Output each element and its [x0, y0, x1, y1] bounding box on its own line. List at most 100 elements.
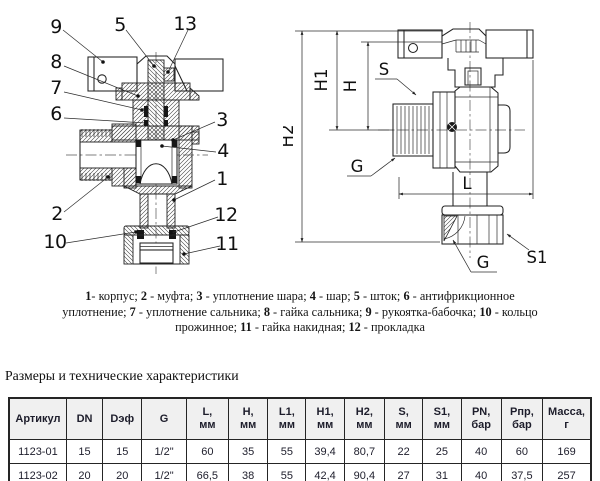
dimension-labels: H2 H1 H S G L G S1 — [283, 60, 547, 272]
col-header-8: H2,мм — [343, 397, 386, 440]
cell-0-13: 169 — [542, 439, 592, 464]
col-header-7: H1,мм — [305, 397, 345, 440]
cell-0-1: 15 — [65, 439, 104, 464]
cell-0-9: 22 — [383, 439, 424, 464]
butterfly-handle — [87, 55, 224, 92]
col-header-0: Артикул — [8, 397, 67, 440]
callout-numbers: 9 5 13 8 7 6 3 4 1 2 10 12 11 — [43, 13, 239, 255]
legend-num-6: 6 — [403, 289, 410, 303]
legend-num-8: 8 — [263, 304, 270, 319]
callout-11: 11 — [215, 233, 238, 255]
cell-0-11: 40 — [460, 439, 502, 464]
callout-9: 9 — [50, 16, 62, 38]
col-header-9: S,мм — [383, 397, 424, 440]
dim-G-side: G — [351, 157, 364, 176]
cell-0-5: 35 — [227, 439, 269, 464]
legend-num-9: 9 — [365, 304, 372, 319]
callout-4: 4 — [217, 140, 229, 162]
callout-12: 12 — [214, 204, 237, 226]
cell-1-2: 20 — [102, 463, 143, 481]
legend-num-11: 11 — [240, 320, 252, 335]
cell-1-7: 42,4 — [305, 463, 345, 481]
col-header-10: S1,мм — [422, 397, 462, 440]
dim-H1: H1 — [312, 69, 331, 92]
thread-lines — [396, 106, 430, 154]
cell-0-8: 80,7 — [343, 439, 386, 464]
legend-num-1: 1 — [85, 289, 92, 303]
cell-1-10: 31 — [422, 463, 462, 481]
col-header-3: G — [141, 397, 187, 440]
union-nut-outline — [441, 205, 504, 245]
cell-1-4: 66,5 — [185, 463, 229, 481]
ball-cavity — [135, 139, 178, 185]
callout-7: 7 — [50, 77, 62, 99]
cell-1-5: 38 — [227, 463, 269, 481]
cell-1-9: 27 — [383, 463, 424, 481]
parts-legend: 1- корпус; 2 - муфта; 3 - уплотнение шар… — [62, 289, 538, 335]
legend-num-3: 3 — [196, 289, 203, 303]
cell-0-6: 55 — [267, 439, 307, 464]
cell-1-13: 257 — [542, 463, 592, 481]
body-outline — [392, 86, 511, 206]
dim-L: L — [462, 174, 472, 193]
cell-1-3: 1/2" — [141, 463, 187, 481]
ball — [139, 163, 173, 185]
dim-S1: S1 — [527, 248, 548, 267]
side-port — [79, 129, 136, 181]
grip-ribs — [441, 39, 487, 53]
legend-num-12: 12 — [348, 320, 361, 335]
col-header-12: Рпр,бар — [500, 397, 544, 440]
col-header-5: H,мм — [227, 397, 269, 440]
cell-0-2: 15 — [102, 439, 143, 464]
handle-outline — [397, 28, 534, 59]
legend-num-10: 10 — [479, 304, 492, 319]
stem-outline — [447, 58, 504, 88]
nut-hatch — [443, 215, 458, 242]
cell-0-12: 60 — [500, 439, 544, 464]
valve-section-drawing: 9 5 13 8 7 6 3 4 1 2 10 12 11 — [43, 13, 239, 274]
legend-num-4: 4 — [309, 289, 316, 303]
callout-8: 8 — [50, 51, 62, 73]
col-header-1: DN — [65, 397, 104, 440]
cell-0-3: 1/2" — [141, 439, 187, 464]
cell-0-10: 25 — [422, 439, 462, 464]
callout-1: 1 — [216, 168, 228, 190]
stem-nut-section — [163, 67, 175, 82]
cell-0-0: 1123-01 — [8, 439, 67, 464]
port-thread-top — [79, 129, 113, 143]
legend-num-5: 5 — [353, 289, 360, 303]
legend-num-7: 7 — [129, 304, 136, 319]
col-header-4: L,мм — [185, 397, 229, 440]
cell-1-6: 55 — [267, 463, 307, 481]
dim-S: S — [379, 60, 389, 79]
cell-1-11: 40 — [460, 463, 502, 481]
col-header-11: PN,бар — [460, 397, 502, 440]
cell-1-0: 1123-02 — [8, 463, 67, 481]
col-header-6: L1,мм — [267, 397, 307, 440]
callout-5: 5 — [114, 14, 126, 36]
cell-1-8: 90,4 — [343, 463, 386, 481]
press-ring — [137, 230, 144, 239]
cell-0-7: 39,4 — [305, 439, 345, 464]
callout-3: 3 — [216, 109, 228, 131]
union-nut-section — [123, 225, 190, 265]
cell-0-4: 60 — [185, 439, 229, 464]
col-header-13: Масса,г — [542, 397, 592, 440]
legend-num-2: 2 — [140, 289, 148, 303]
section-title: Размеры и технические характеристики — [5, 368, 239, 383]
callout-leaders — [62, 29, 221, 256]
col-header-2: Dэф — [102, 397, 143, 440]
dim-G-bottom: G — [477, 253, 490, 272]
callout-10: 10 — [43, 231, 66, 253]
dimensions — [295, 30, 534, 273]
callout-6: 6 — [50, 103, 62, 125]
callout-13: 13 — [173, 13, 196, 35]
dim-H: H — [341, 80, 360, 92]
dim-H2: H2 — [283, 125, 297, 148]
